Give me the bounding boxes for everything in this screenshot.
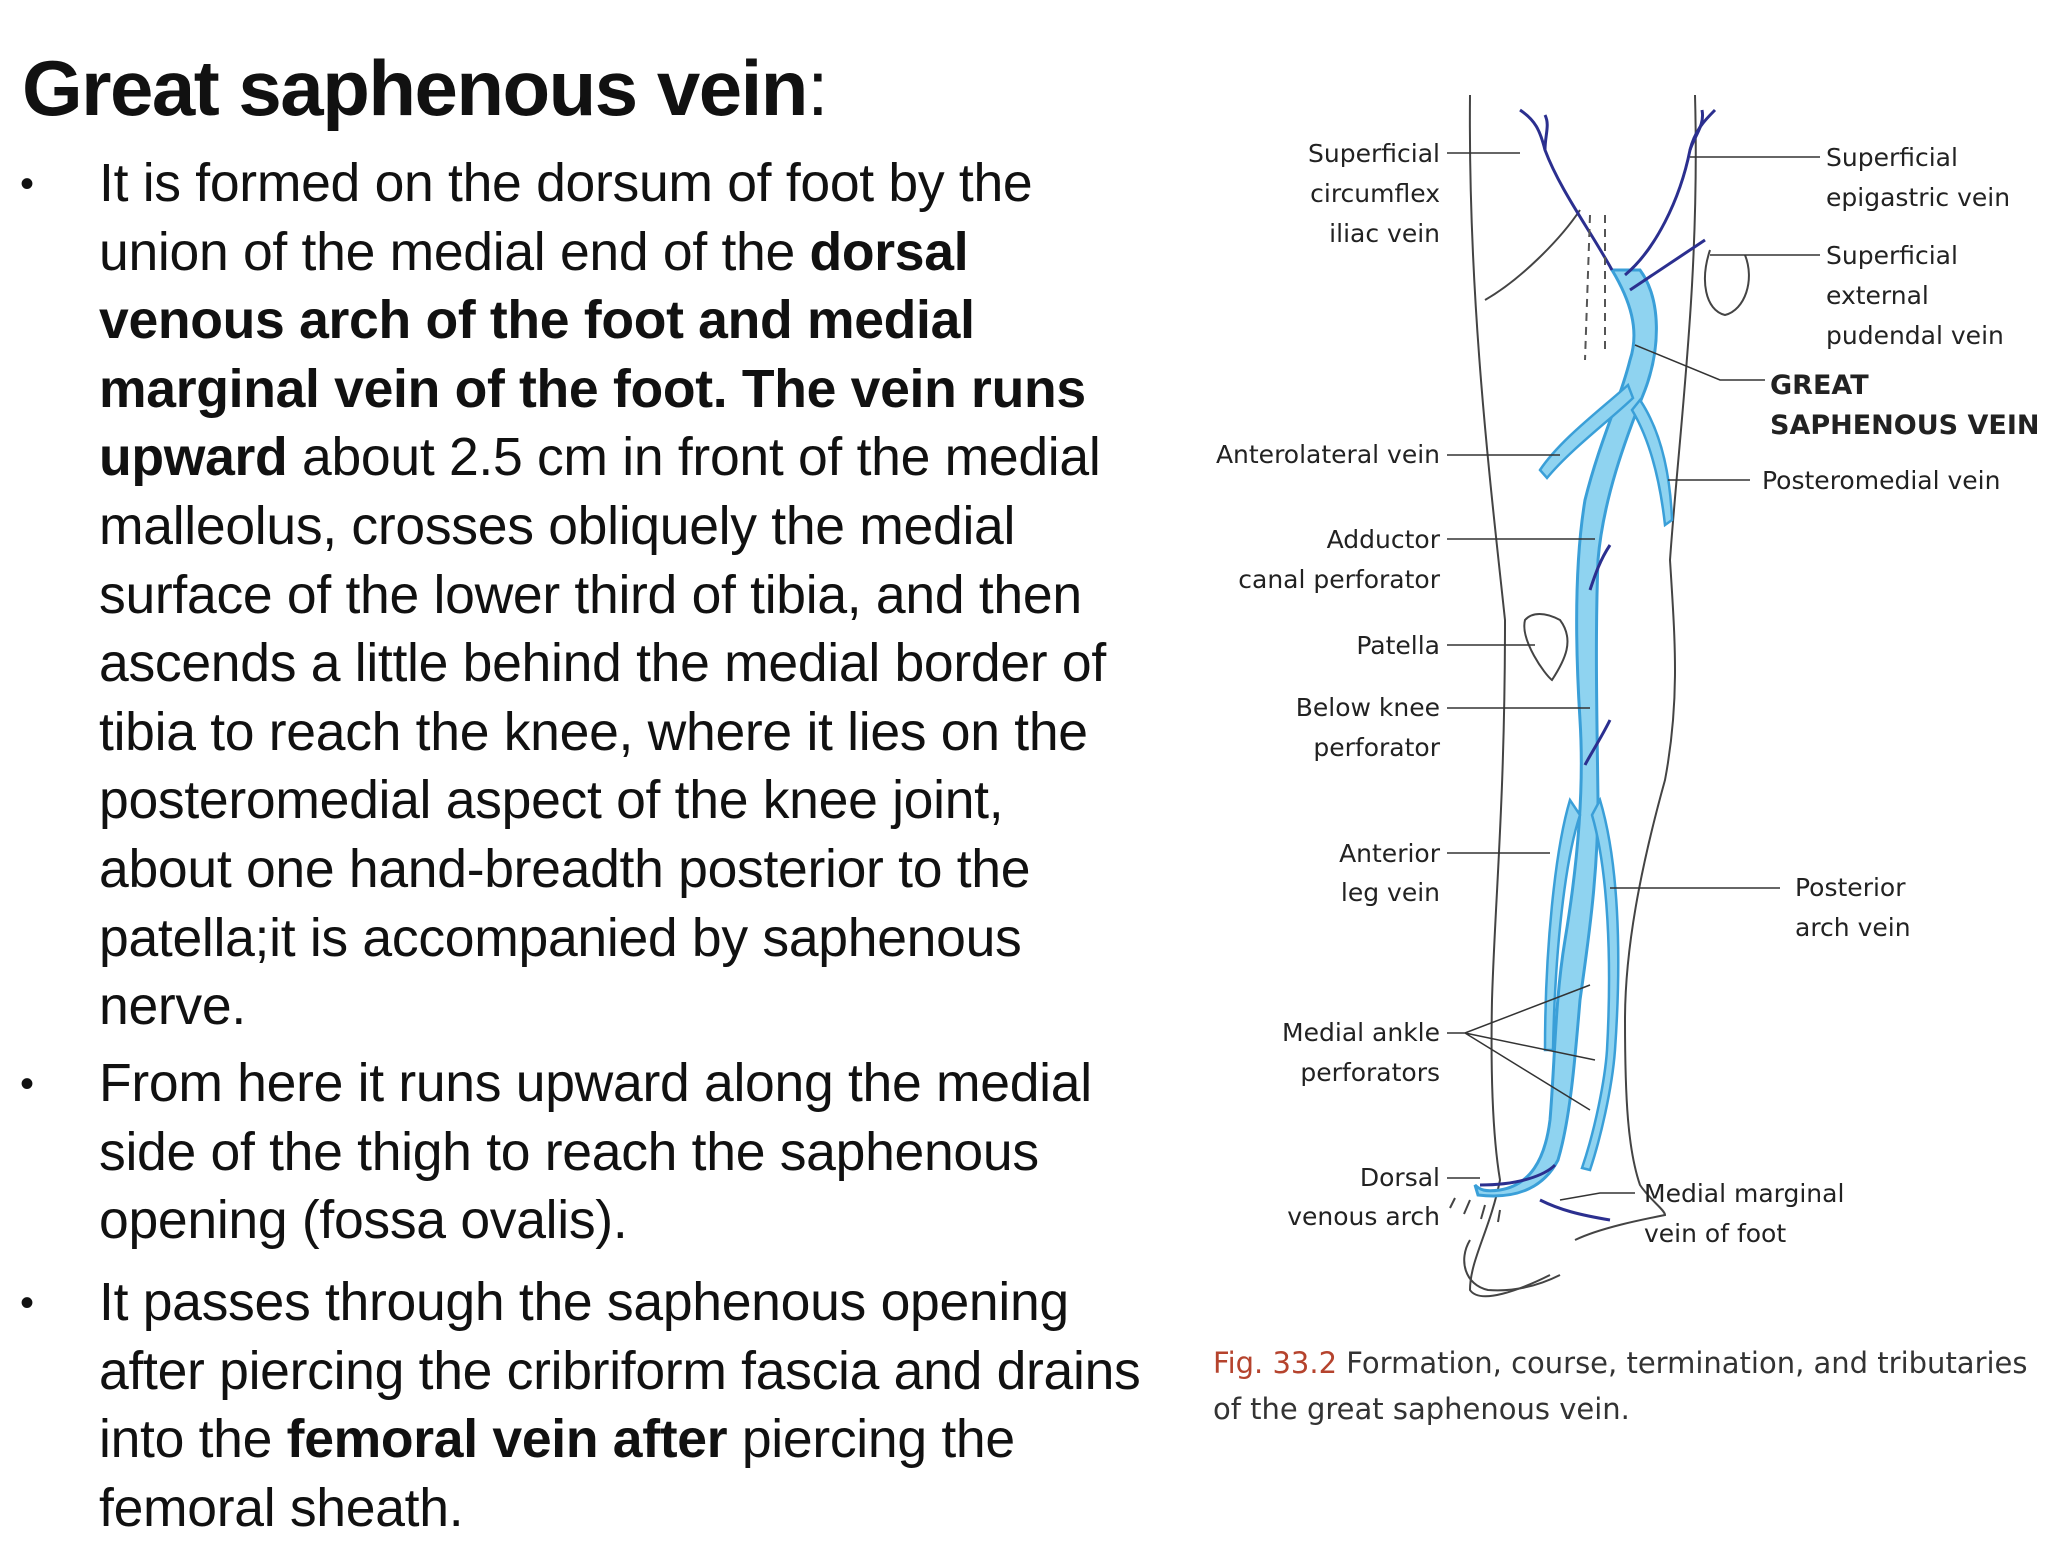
leader-ankle-perforators [1447, 984, 1596, 1111]
label-posteromedial: Posteromedial vein [1762, 466, 2000, 495]
text-segment: It passes through the saphenous opening … [99, 1273, 1141, 1470]
anterolateral-vein-shape [1538, 382, 1635, 480]
text-segment: piercing the femoral sheath. [99, 1410, 1015, 1538]
leg-vein-diagram: Superficial circumflex iliac vein Antero… [1216, 94, 2039, 1298]
epigastric-vein-line [1624, 108, 1717, 277]
slide-title: Great saphenous vein: [22, 42, 829, 134]
leg-medial-outline [1574, 94, 1697, 1241]
label-medial-marginal-line2: vein of foot [1644, 1219, 1786, 1248]
label-pudendal-line1: Superficial [1826, 241, 1958, 270]
posteromedial-vein-shape [1630, 397, 1674, 528]
text-segment-bold: dorsal venous arch of the foot and media… [99, 222, 1086, 488]
text-segment: From here it runs upward along the media… [99, 1054, 1092, 1251]
bullet-text: From here it runs upward along the media… [99, 1050, 1149, 1256]
label-anterior-leg-line2: leg vein [1341, 878, 1440, 907]
label-epigastric-line2: epigastric vein [1826, 183, 2010, 212]
dark-tributaries [1479, 108, 1717, 1222]
label-adductor-line2: canal perforator [1238, 565, 1440, 594]
label-ankle-perf-line2: perforators [1300, 1058, 1440, 1087]
leg-lateral-outline [1468, 94, 1551, 1298]
figure-caption: Fig. 33.2 Formation, course, termination… [1213, 1340, 2043, 1432]
epigastric-branch-line [1688, 109, 1705, 151]
scrotum-outline [1704, 249, 1750, 317]
figure-number: Fig. 33.2 [1213, 1346, 1338, 1380]
great-saphenous-vein-shape [1473, 268, 1658, 1198]
label-posterior-arch-line2: arch vein [1795, 913, 1911, 942]
label-dorsal-arch-line1: Dorsal [1360, 1163, 1440, 1192]
title-colon: : [806, 44, 829, 132]
caption-text: Formation, course, termination, and trib… [1213, 1346, 2028, 1426]
tributary-veins [1538, 382, 1674, 1172]
bullet-marker: • [20, 1281, 35, 1325]
label-gsv-line1: GREAT [1770, 370, 1869, 401]
left-labels: Superficial circumflex iliac vein Antero… [1216, 139, 1441, 1231]
label-anterior-leg-line1: Anterior [1339, 839, 1441, 868]
circumflex-iliac-vein-line [1519, 108, 1614, 271]
bullet-text: It is formed on the dorsum of foot by th… [99, 150, 1149, 1042]
label-pudendal-line3: pudendal vein [1826, 321, 2004, 350]
label-pudendal-line2: external [1826, 281, 1929, 310]
label-anterolateral: Anterolateral vein [1216, 440, 1440, 469]
dash-line [1584, 214, 1591, 361]
dorsal-arch-line [1479, 1163, 1557, 1187]
below-knee-perforator-line [1583, 719, 1612, 766]
label-dorsal-arch-line2: venous arch [1287, 1202, 1440, 1231]
anterior-leg-vein-shape [1543, 797, 1582, 1052]
title-main: Great saphenous vein [22, 44, 808, 132]
patella-shape [1523, 613, 1569, 682]
text-segment-bold: femoral vein after [286, 1410, 728, 1470]
label-gsv-line2: SAPHENOUS VEIN [1770, 410, 2039, 441]
posterior-arch-vein-shape [1580, 796, 1620, 1172]
bullet-marker: • [20, 162, 35, 206]
bullet-text: It passes through the saphenous opening … [99, 1269, 1149, 1543]
anatomy-figure: Superficial circumflex iliac vein Antero… [1200, 50, 2048, 1350]
adductor-perforator-line [1588, 544, 1612, 591]
medial-marginal-line [1539, 1198, 1611, 1222]
leg-outline [1449, 94, 1750, 1298]
label-posterior-arch-line1: Posterior [1795, 873, 1906, 902]
leader-medial-marginal [1559, 1192, 1635, 1201]
leader-lines [1447, 152, 1820, 1201]
label-epigastric-line1: Superficial [1826, 143, 1958, 172]
circumflex-branch-line [1543, 114, 1549, 151]
pudendal-vein-line [1629, 238, 1706, 292]
label-medial-marginal-line1: Medial marginal [1644, 1179, 1844, 1208]
label-circumflex-line2: circumflex [1310, 179, 1440, 208]
right-labels: Superficial epigastric vein Superficial … [1644, 143, 2039, 1248]
fascia-dashes [1584, 214, 1606, 361]
label-below-knee-line1: Below knee [1296, 693, 1440, 722]
text-segment: about 2.5 cm in front of the medial mall… [99, 428, 1106, 1037]
label-circumflex-line3: iliac vein [1329, 219, 1440, 248]
label-below-knee-line2: perforator [1313, 733, 1440, 762]
label-circumflex-line1: Superficial [1308, 139, 1440, 168]
toes-outline [1463, 1239, 1561, 1292]
inguinal-outline [1484, 209, 1581, 301]
text-segment: It is formed on the dorsum of foot by th… [99, 154, 1033, 282]
toes-lines [1449, 1197, 1501, 1223]
leader-gsv [1634, 344, 1765, 381]
label-ankle-perf-line1: Medial ankle [1282, 1018, 1440, 1047]
bullet-marker: • [20, 1062, 35, 1106]
label-adductor-line1: Adductor [1327, 525, 1441, 554]
label-patella: Patella [1356, 631, 1440, 660]
